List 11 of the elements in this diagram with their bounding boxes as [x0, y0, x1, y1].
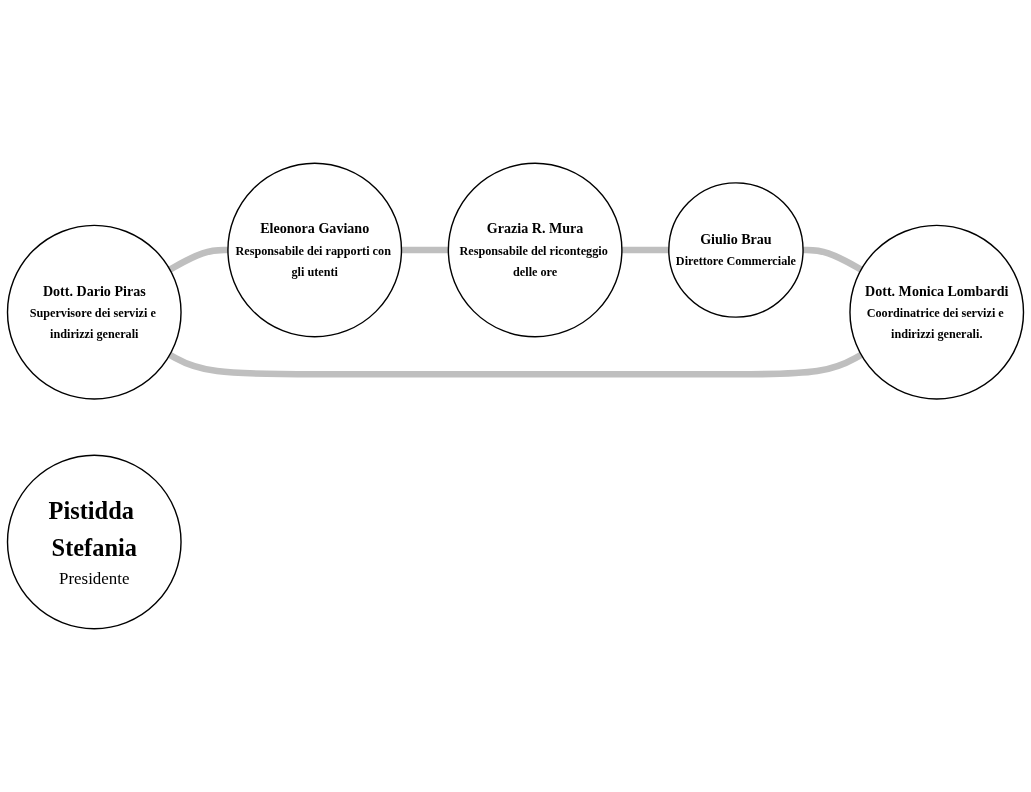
node-circle: Pistidda Stefania Presidente: [6, 454, 182, 630]
node-circle: Grazia R. Mura Responsabile del riconteggio delle ore: [447, 162, 623, 338]
connector: [168, 351, 863, 378]
connector: [168, 246, 228, 273]
node-circle: Dott. Dario Piras Supervisore dei servizi e indirizzi generali: [6, 224, 182, 400]
node-circle: Giulio Brau Direttore Commerciale: [668, 182, 804, 318]
connector: [803, 246, 863, 273]
node-circle: Dott. Monica Lombardi Coordinatrice dei servizi e indirizzi generali.: [849, 224, 1025, 400]
node-circle: Eleonora Gaviano Responsabile dei rapporti con gli utenti: [227, 162, 403, 338]
connector: [621, 246, 669, 254]
connector: [401, 246, 449, 254]
